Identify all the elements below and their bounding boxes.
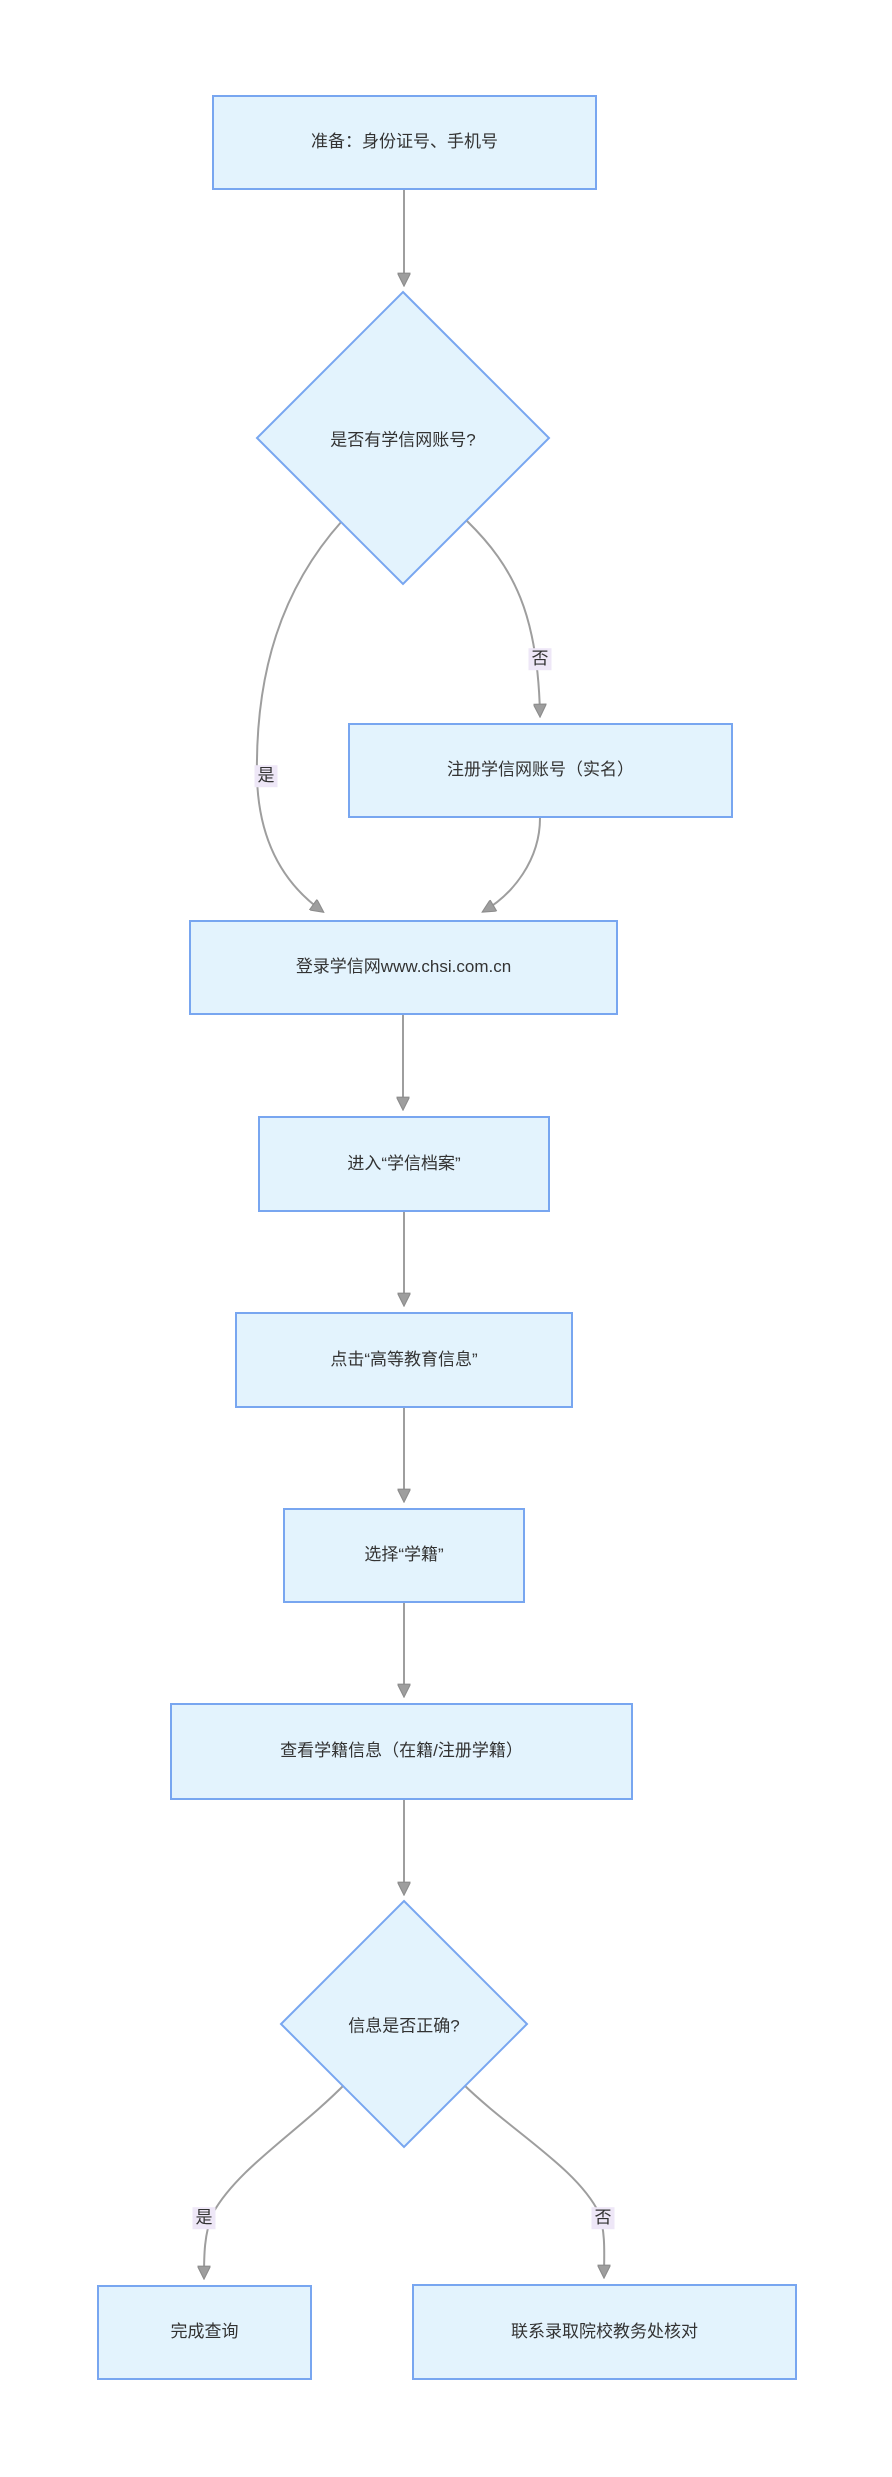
node-higher-ed-label: 点击“高等教育信息”	[330, 1349, 478, 1369]
edge-label-no-top: 否	[528, 648, 552, 670]
decision-info-correct-shape	[279, 1899, 529, 2149]
node-done: 完成查询	[97, 2285, 312, 2380]
node-select-xueji-label: 选择“学籍”	[364, 1545, 444, 1565]
node-higher-ed: 点击“高等教育信息”	[235, 1312, 573, 1408]
node-archive: 进入“学信档案”	[258, 1116, 550, 1212]
node-contact-label: 联系录取院校教务处核对	[511, 2321, 698, 2341]
node-register-label: 注册学信网账号（实名）	[447, 760, 634, 780]
edge-label-yes-top: 是	[254, 765, 278, 787]
node-login: 登录学信网www.chsi.com.cn	[189, 920, 618, 1015]
node-prepare-label: 准备：身份证号、手机号	[311, 132, 498, 152]
node-archive-label: 进入“学信档案”	[347, 1153, 461, 1173]
node-done-label: 完成查询	[170, 2322, 239, 2342]
edge-register-to-login	[484, 817, 541, 911]
edge-hasaccount-no-to-register	[466, 520, 540, 715]
node-view-info: 查看学籍信息（在籍/注册学籍）	[170, 1703, 633, 1800]
edge-iscorrect-yes-to-done	[204, 2082, 347, 2277]
edge-iscorrect-no-to-contact	[461, 2082, 604, 2276]
node-view-info-label: 查看学籍信息（在籍/注册学籍）	[280, 1741, 523, 1761]
decision-has-account-shape	[255, 290, 551, 586]
decision-has-account-label: 是否有学信网账号?	[330, 430, 476, 450]
node-login-label: 登录学信网www.chsi.com.cn	[295, 957, 512, 977]
edge-hasaccount-yes-to-login	[255, 520, 343, 911]
node-contact: 联系录取院校教务处核对	[412, 2284, 797, 2380]
decision-info-correct-label: 信息是否正确?	[348, 2016, 460, 2036]
node-select-xueji: 选择“学籍”	[283, 1508, 525, 1603]
node-prepare: 准备：身份证号、手机号	[212, 95, 597, 190]
node-register: 注册学信网账号（实名）	[348, 723, 733, 818]
edge-label-no-bottom: 否	[591, 2207, 615, 2229]
edge-label-yes-bottom: 是	[192, 2207, 216, 2229]
